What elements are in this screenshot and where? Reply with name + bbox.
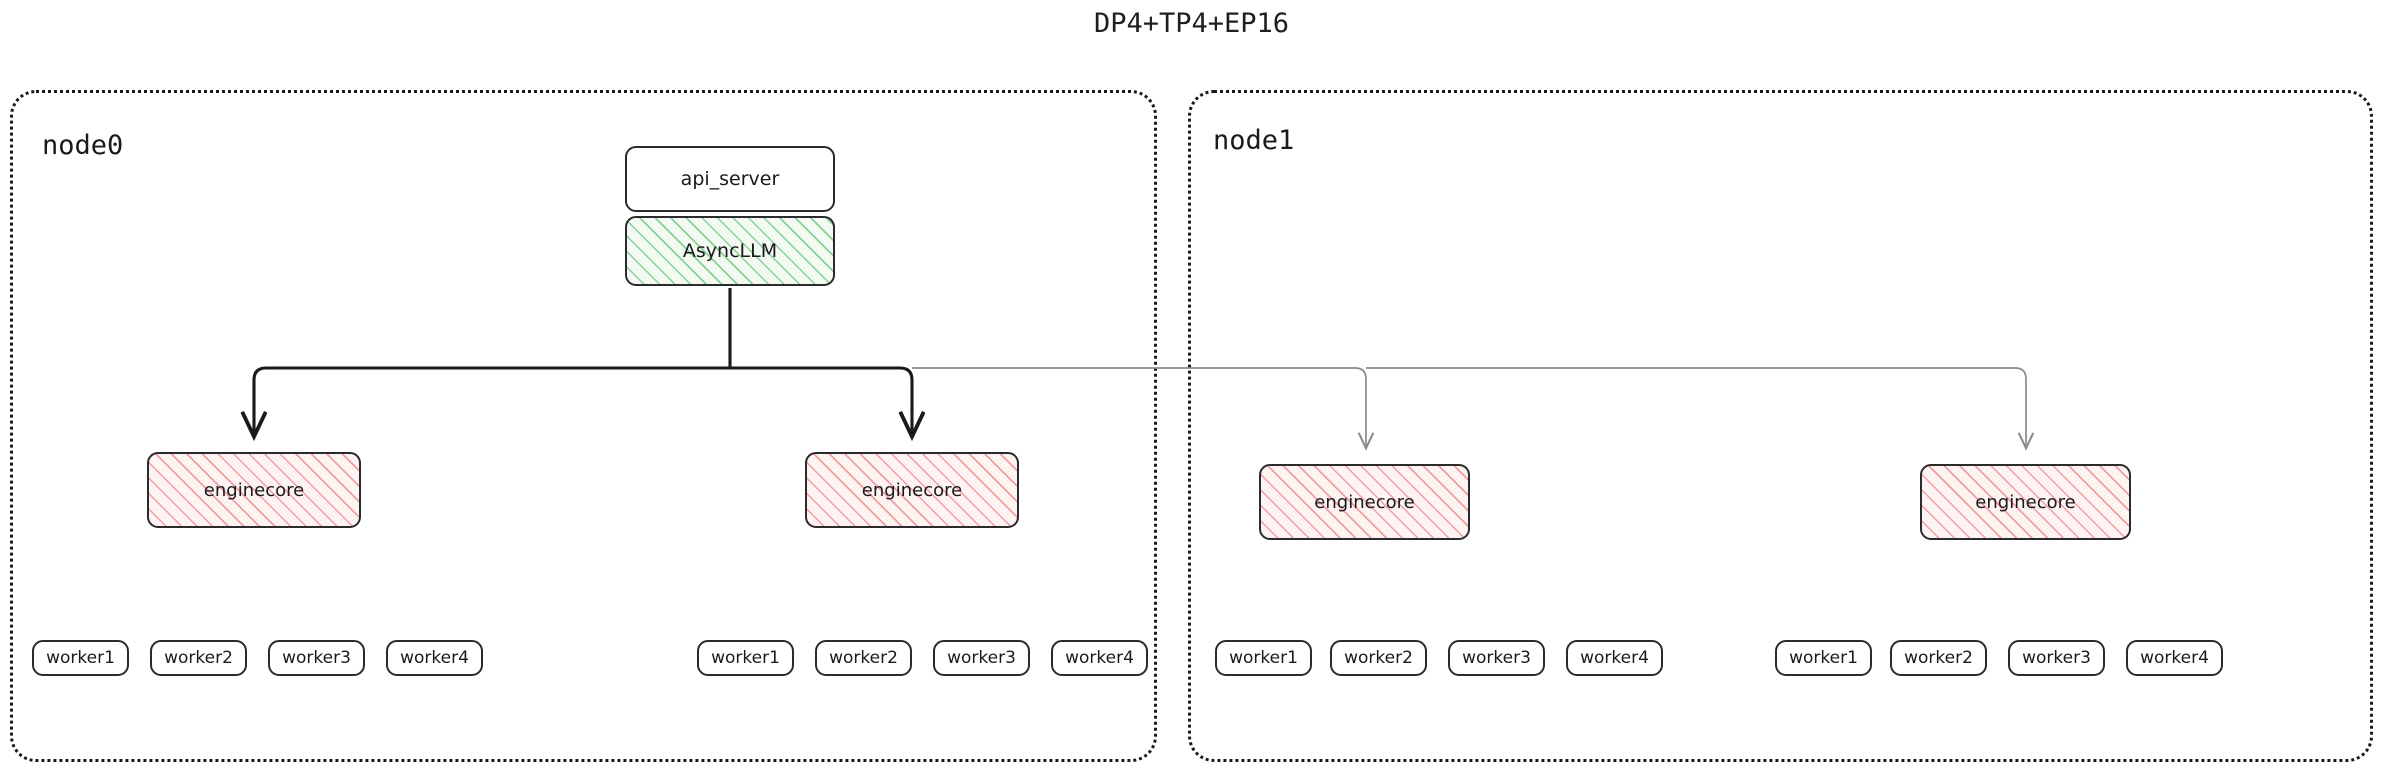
worker-box[interactable]: worker4	[1051, 640, 1148, 676]
worker-label: worker4	[1580, 648, 1649, 668]
worker-box[interactable]: worker3	[1448, 640, 1545, 676]
worker-box[interactable]: worker3	[268, 640, 365, 676]
worker-label: worker3	[2022, 648, 2091, 668]
enginecore-label: enginecore	[203, 479, 305, 501]
worker-box[interactable]: worker4	[386, 640, 483, 676]
node-label-node0: node0	[42, 130, 124, 161]
worker-label: worker1	[1229, 648, 1298, 668]
worker-box[interactable]: worker1	[1215, 640, 1312, 676]
worker-label: worker2	[1904, 648, 1973, 668]
worker-box[interactable]: worker3	[933, 640, 1030, 676]
enginecore-box[interactable]: enginecore	[147, 452, 361, 528]
worker-box[interactable]: worker4	[1566, 640, 1663, 676]
enginecore-box[interactable]: enginecore	[1920, 464, 2131, 540]
worker-label: worker1	[711, 648, 780, 668]
worker-label: worker4	[2140, 648, 2209, 668]
process-box-async-llm[interactable]: AsyncLLM	[625, 216, 835, 286]
enginecore-label: enginecore	[861, 479, 963, 501]
enginecore-label: enginecore	[1314, 491, 1415, 513]
worker-label: worker3	[947, 648, 1016, 668]
worker-box[interactable]: worker2	[815, 640, 912, 676]
worker-label: worker1	[46, 648, 115, 668]
node-label-node1: node1	[1213, 125, 1295, 156]
worker-box[interactable]: worker1	[32, 640, 129, 676]
worker-box[interactable]: worker1	[697, 640, 794, 676]
process-box-label: api_server	[680, 168, 780, 190]
page-title: DP4+TP4+EP16	[1093, 8, 1290, 39]
worker-box[interactable]: worker4	[2126, 640, 2223, 676]
worker-label: worker2	[164, 648, 233, 668]
process-box-api-server[interactable]: api_server	[625, 146, 835, 212]
enginecore-label: enginecore	[1975, 491, 2076, 513]
enginecore-box[interactable]: enginecore	[805, 452, 1019, 528]
worker-label: worker2	[1344, 648, 1413, 668]
worker-label: worker2	[829, 648, 898, 668]
worker-box[interactable]: worker2	[150, 640, 247, 676]
worker-label: worker3	[1462, 648, 1531, 668]
process-box-label: AsyncLLM	[682, 240, 778, 262]
worker-box[interactable]: worker2	[1330, 640, 1427, 676]
worker-box[interactable]: worker2	[1890, 640, 1987, 676]
worker-label: worker4	[400, 648, 469, 668]
worker-box[interactable]: worker3	[2008, 640, 2105, 676]
worker-label: worker1	[1789, 648, 1858, 668]
worker-label: worker3	[282, 648, 351, 668]
worker-label: worker4	[1065, 648, 1134, 668]
worker-box[interactable]: worker1	[1775, 640, 1872, 676]
enginecore-box[interactable]: enginecore	[1259, 464, 1470, 540]
